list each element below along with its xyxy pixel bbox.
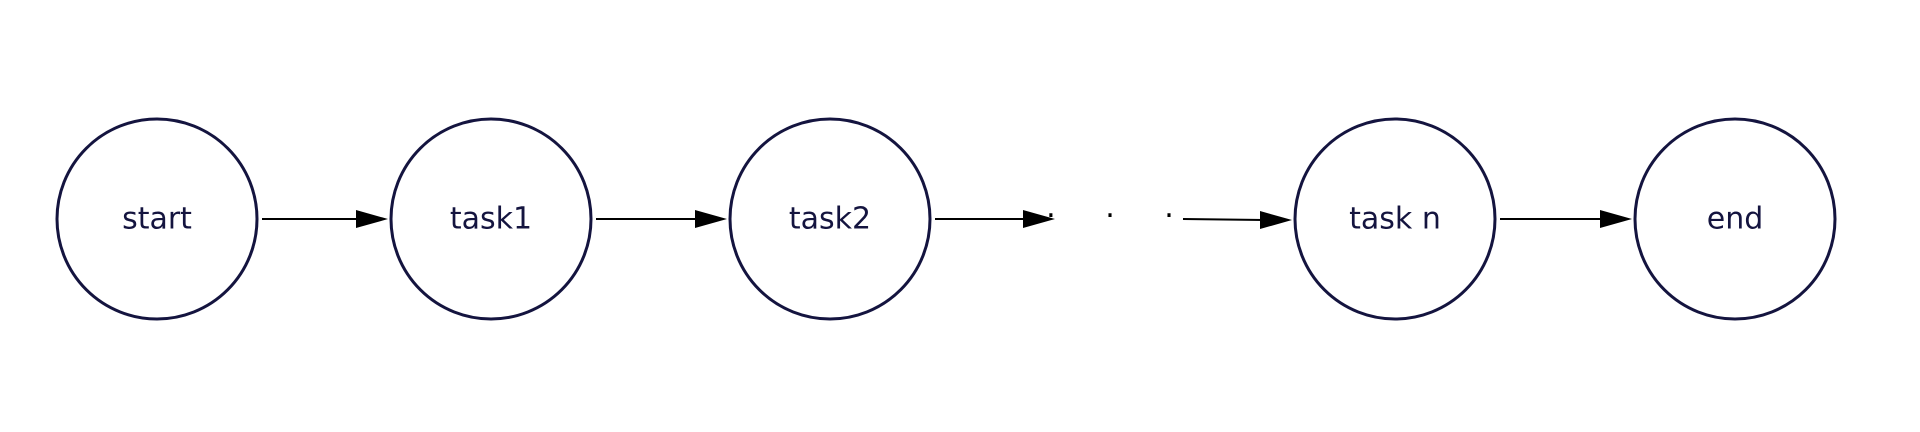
node-start: start: [55, 117, 259, 321]
arrowhead-icon: [695, 210, 727, 228]
node-task1: task1: [389, 117, 593, 321]
node-circle: [1293, 117, 1497, 321]
node-task2: task2: [728, 117, 932, 321]
ellipsis-label: · · ·: [1046, 199, 1194, 234]
arrowhead-icon: [356, 210, 388, 228]
node-circle: [389, 117, 593, 321]
node-label-taskn: task n: [1349, 202, 1441, 237]
edge-ellipsis-taskn: [1182, 211, 1292, 229]
arrowhead-icon: [1600, 210, 1632, 228]
arrowhead-icon: [1023, 210, 1055, 228]
node-circle: [728, 117, 932, 321]
node-circle: [1633, 117, 1837, 321]
node-circle: [55, 117, 259, 321]
edge-taskn-end: [1500, 210, 1632, 228]
edge-task1-task2: [596, 210, 727, 228]
node-label-task2: task2: [789, 202, 871, 237]
node-label-task1: task1: [450, 202, 532, 237]
edge-line: [1182, 218, 1265, 221]
node-label-start: start: [122, 202, 192, 237]
ellipsis: · · ·: [1046, 199, 1194, 234]
node-taskn: task n: [1293, 117, 1497, 321]
node-end: end: [1633, 117, 1837, 321]
arrowhead-icon: [1260, 211, 1292, 229]
node-label-end: end: [1707, 202, 1764, 237]
edge-task2-ellipsis: [935, 210, 1055, 228]
edge-start-task1: [262, 210, 388, 228]
